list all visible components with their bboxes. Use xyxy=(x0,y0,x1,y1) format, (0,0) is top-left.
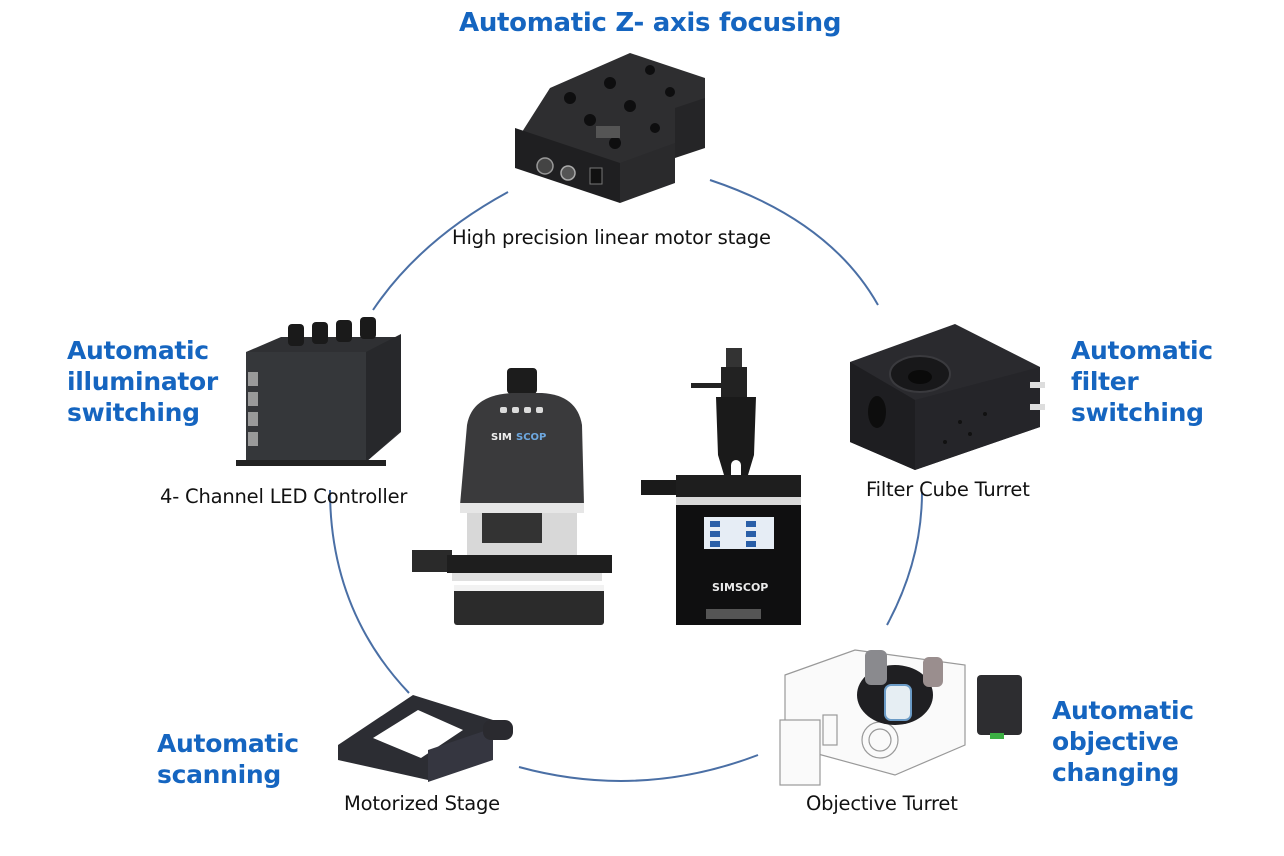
arc-left xyxy=(329,489,410,694)
arc-right xyxy=(886,491,923,626)
feature-line: scanning xyxy=(157,760,282,789)
microscope-upright-icon: SIM SCOP xyxy=(412,368,612,625)
arc-top-right xyxy=(709,179,879,306)
objective-turret-icon xyxy=(779,649,1022,786)
caption-motorized-stage: Motorized Stage xyxy=(344,792,500,815)
microscope-inverted-icon: SIMSCOP xyxy=(641,348,801,625)
feature-line: Automatic Z- axis focusing xyxy=(459,8,842,38)
linear-motor-stage-icon xyxy=(515,53,705,203)
brand-scop: SCOP xyxy=(516,432,546,443)
feature-line: changing xyxy=(1052,758,1180,787)
feature-line: Automatic xyxy=(1071,336,1213,365)
feature-line: Automatic xyxy=(1052,696,1194,725)
feature-z-axis-focusing: Automatic Z- axis focusing xyxy=(459,8,841,39)
feature-line: switching xyxy=(67,398,200,427)
feature-line: Automatic xyxy=(157,729,299,758)
filter-cube-turret-icon xyxy=(850,324,1045,470)
feature-illuminator-switching: Automatic illuminator switching xyxy=(67,335,218,428)
caption-filter-cube-turret: Filter Cube Turret xyxy=(866,478,1030,501)
feature-line: Automatic xyxy=(67,336,209,365)
arc-top-left xyxy=(372,191,509,311)
feature-objective-changing: Automatic objective changing xyxy=(1052,695,1194,788)
caption-led-controller: 4- Channel LED Controller xyxy=(160,485,408,508)
caption-linear-motor-stage: High precision linear motor stage xyxy=(452,226,771,249)
motorized-stage-icon xyxy=(338,695,513,782)
arc-bottom xyxy=(518,754,759,782)
feature-line: filter xyxy=(1071,367,1139,396)
brand-simscop: SIMSCOP xyxy=(712,581,768,594)
feature-filter-switching: Automatic filter switching xyxy=(1071,335,1213,428)
feature-line: switching xyxy=(1071,398,1204,427)
feature-scanning: Automatic scanning xyxy=(157,728,299,790)
feature-line: illuminator xyxy=(67,367,218,396)
brand-sim: SIM xyxy=(491,432,512,443)
led-controller-icon xyxy=(236,317,401,466)
feature-line: objective xyxy=(1052,727,1179,756)
caption-objective-turret: Objective Turret xyxy=(806,792,958,815)
